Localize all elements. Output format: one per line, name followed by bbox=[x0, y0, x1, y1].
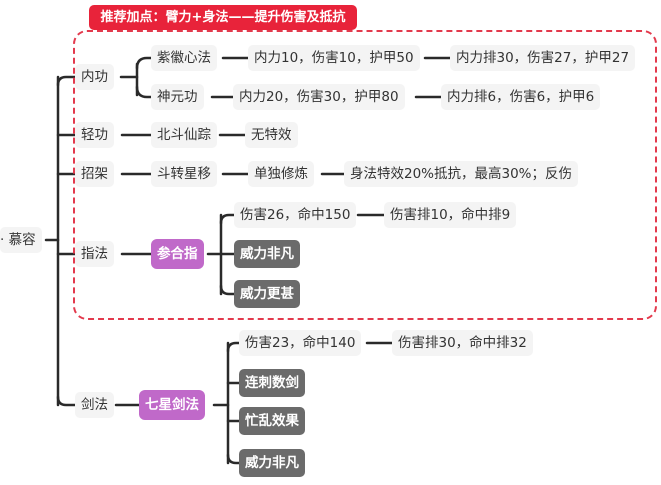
branch-qinggong: 轻功 bbox=[75, 122, 114, 148]
jianfa-rank: 伤害排30，命中排32 bbox=[392, 330, 533, 356]
zhaojia-effect: 身法特效20%抵抗，最高30%；反伤 bbox=[344, 161, 579, 187]
neigong-skill-2-stats: 内力20，伤害30，护甲80 bbox=[233, 84, 405, 110]
branch-zhifa: 指法 bbox=[75, 241, 114, 267]
zhifa-rank: 伤害排10，命中排9 bbox=[384, 202, 517, 228]
zhifa-stats: 伤害26，命中150 bbox=[234, 202, 357, 228]
zhifa-trait-1: 威力非凡 bbox=[234, 240, 300, 268]
branch-neigong: 内功 bbox=[75, 64, 114, 90]
qinggong-effect: 无特效 bbox=[245, 122, 298, 148]
jianfa-skill: 七星剑法 bbox=[139, 390, 205, 420]
jianfa-trait-3: 威力非凡 bbox=[239, 449, 305, 477]
zhifa-skill: 参合指 bbox=[151, 239, 204, 269]
neigong-skill-1-stats: 内力10，伤害10，护甲50 bbox=[248, 45, 420, 71]
neigong-skill-2: 神元功 bbox=[151, 84, 204, 110]
root-node: · 慕容 bbox=[0, 227, 42, 253]
zhaojia-skill: 斗转星移 bbox=[151, 161, 217, 187]
jianfa-trait-1: 连刺数剑 bbox=[239, 369, 305, 397]
jianfa-stats: 伤害23，命中140 bbox=[239, 330, 362, 356]
branch-jianfa: 剑法 bbox=[75, 392, 114, 418]
neigong-skill-2-rank: 内力排6，伤害6，护甲6 bbox=[441, 84, 601, 110]
root-label: 慕容 bbox=[8, 232, 36, 248]
recommendation-banner: 推荐加点：臂力+身法——提升伤害及抵抗 bbox=[89, 5, 357, 30]
branch-zhaojia: 招架 bbox=[75, 161, 114, 187]
qinggong-skill: 北斗仙踪 bbox=[151, 122, 217, 148]
neigong-skill-1-rank: 内力排30，伤害27，护甲27 bbox=[450, 45, 636, 71]
recommended-region-frame bbox=[73, 30, 657, 320]
jianfa-trait-2: 忙乱效果 bbox=[239, 407, 305, 435]
zhifa-trait-2: 威力更甚 bbox=[234, 280, 300, 308]
zhaojia-mode: 单独修炼 bbox=[248, 161, 314, 187]
neigong-skill-1: 紫徽心法 bbox=[151, 45, 217, 71]
root-bullet: · bbox=[0, 232, 9, 248]
